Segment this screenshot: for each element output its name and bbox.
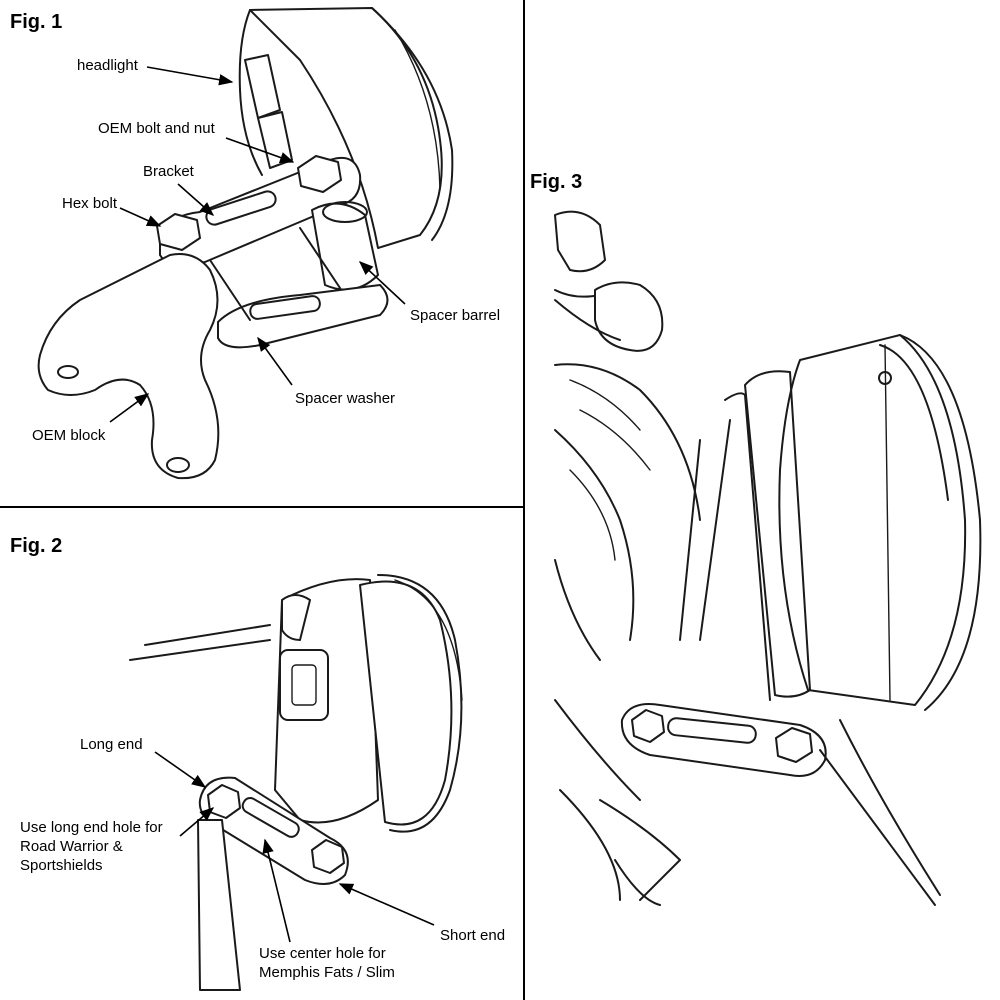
fig2-panel: Fig. 2 Long end Use long end hole for Ro… [10,535,505,991]
label-spacer-barrel: Spacer barrel [410,307,500,324]
leader-oem-bolt-nut [225,137,295,164]
fig3-panel: Fig. 3 [530,171,982,906]
fig1-oem-block-drawing [37,253,220,480]
leader-spacer-barrel [358,261,406,305]
label-oem-block: OEM block [32,427,106,444]
fig3-title: Fig. 3 [530,171,582,193]
fig1-title: Fig. 1 [10,11,62,33]
label-center-hole-line1: Use center hole for [259,945,386,962]
label-long-end-hole-line2: Road Warrior & [20,838,123,855]
leader-center-hole [262,838,291,943]
label-bracket: Bracket [143,163,195,180]
leader-oem-block [109,393,150,423]
leader-long-end [154,751,207,788]
label-headlight: headlight [77,57,139,74]
leader-long-end-hole [179,807,215,837]
label-spacer-washer: Spacer washer [295,390,395,407]
leader-hex-bolt [119,207,162,227]
leader-headlight [146,66,234,86]
label-short-end: Short end [440,927,505,944]
label-long-end-hole-line1: Use long end hole for [20,819,163,836]
label-center-hole: Use center hole for Memphis Fats / Slim [259,945,395,981]
label-long-end: Long end [80,736,143,753]
label-long-end-hole-line3: Sportshields [20,857,103,874]
fig3-drawing [554,210,982,906]
label-long-end-hole: Use long end hole for Road Warrior & Spo… [20,819,163,874]
fig2-headlight-drawing [129,574,463,833]
fig1-panel: Fig. 1 headlight [10,7,500,480]
fig2-title: Fig. 2 [10,535,62,557]
label-oem-bolt-nut: OEM bolt and nut [98,120,216,137]
leader-short-end [338,883,435,926]
leader-spacer-washer [257,336,293,386]
label-hex-bolt: Hex bolt [62,195,118,212]
leader-bracket [177,183,215,216]
label-center-hole-line2: Memphis Fats / Slim [259,964,395,981]
